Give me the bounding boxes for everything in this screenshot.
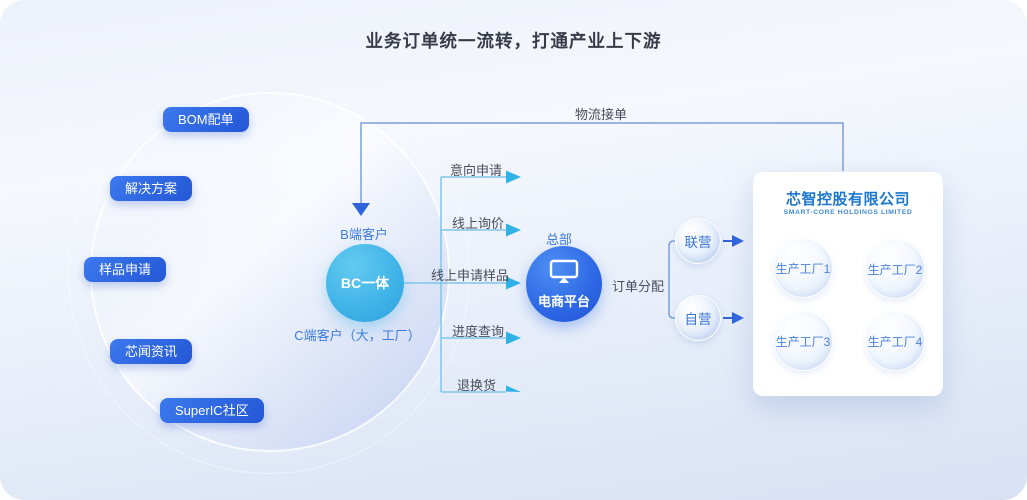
request-label-return: 退换货 [457,378,497,393]
nav-pill-solutions[interactable]: 解决方案 [110,176,193,201]
nav-pill-bom[interactable]: BOM配单 [163,107,249,132]
channel-joint-label: 联营 [684,235,712,250]
right-arrowhead-icon [732,235,744,247]
nav-pill-news[interactable]: 芯闻资讯 [110,339,193,364]
page-title: 业务订单统一流转，打通产业上下游 [365,31,662,51]
right-arrowhead-icon [506,170,521,184]
right-arrowhead-icon [506,385,521,392]
nav-pill-superic[interactable]: SuperIC社区 [160,398,264,423]
hq-label: 总部 [545,232,572,247]
platform-label: 电商平台 [537,293,590,309]
request-label-sample: 线上申请样品 [431,268,510,283]
channel-arrow-line [723,240,732,319]
company-name-en: SMART-CORE HOLDINGS LIMITED [783,209,913,216]
right-arrowhead-icon [506,331,521,345]
logistics-label: 物流接单 [574,107,627,122]
factory-4-label: 生产工厂4 [867,334,923,349]
dispatch-label: 订单分配 [612,279,665,294]
factory-node-3: 生产工厂3 [773,311,833,371]
company-name-cn: 芯智控股有限公司 [785,191,910,208]
channel-node-joint: 联营 [675,218,721,264]
request-label-progress: 进度查询 [452,324,505,339]
channel-self-label: 自营 [684,312,712,327]
request-label-intent: 意向申请 [450,163,503,178]
bc-node: BC一体 [326,244,404,322]
bc-node-label: BC一体 [340,275,390,291]
factory-1-label: 生产工厂1 [775,261,831,276]
nav-pill-sample[interactable]: 样品申请 [84,257,167,282]
b-client-label: B端客户 [340,227,388,242]
platform-node: 电商平台 [526,246,602,322]
right-arrowhead-icon [732,312,744,324]
factory-3-label: 生产工厂3 [775,334,831,349]
factory-2-label: 生产工厂2 [867,262,923,277]
factory-node-4: 生产工厂4 [865,311,925,371]
monitor-icon [549,259,579,287]
factory-node-2: 生产工厂2 [865,239,925,299]
company-card: 芯智控股有限公司 SMART-CORE HOLDINGS LIMITED 生产工… [753,172,943,396]
request-label-inquiry: 线上询价 [452,216,505,231]
factory-node-1: 生产工厂1 [773,238,833,298]
channel-node-self: 自营 [675,295,721,341]
dispatch-bracket-line [668,240,677,319]
c-client-label: C端客户（大，工厂） [294,328,421,343]
